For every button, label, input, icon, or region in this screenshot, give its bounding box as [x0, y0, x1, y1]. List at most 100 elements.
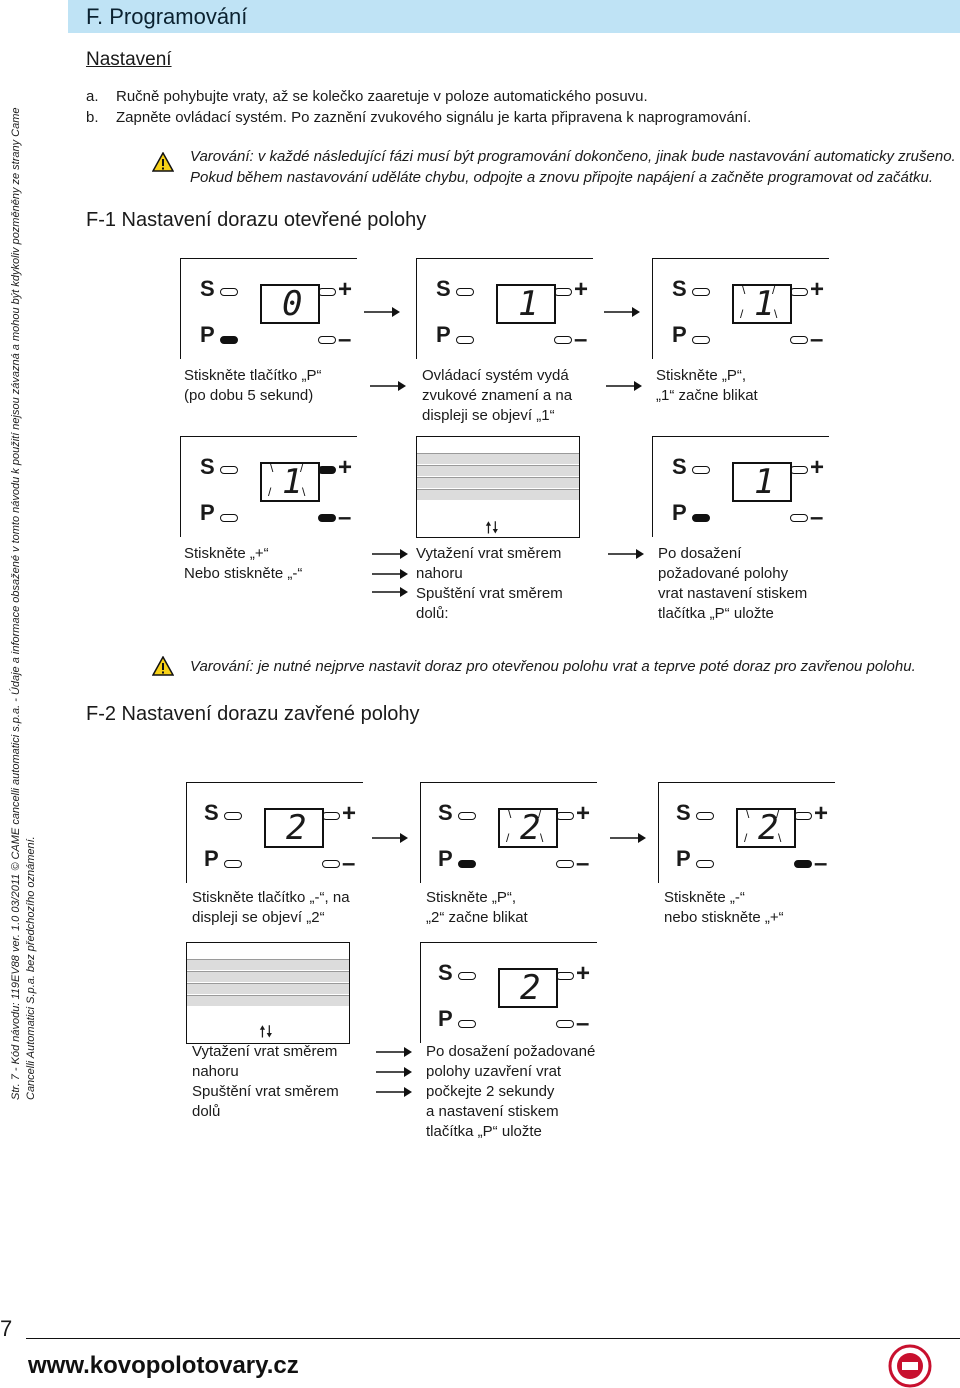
s-button[interactable] [458, 812, 476, 820]
blink-mark: / [506, 831, 510, 845]
minus-button[interactable] [794, 860, 812, 868]
f2-caption-3: Stiskněte „-“nebo stiskněte „+“ [664, 889, 784, 926]
footer-divider [26, 1338, 960, 1339]
display-digit: 2 [520, 968, 541, 1008]
gate-illustration: 🠕🠗 [416, 436, 580, 538]
plus-button[interactable] [322, 812, 340, 820]
gate-illustration: 🠕🠗 [186, 942, 350, 1044]
blink-mark: \ [270, 461, 274, 475]
minus-sign: – [814, 850, 828, 877]
minus-button[interactable] [556, 860, 574, 868]
plus-sign: + [576, 800, 591, 827]
arrow-right-icon [376, 1047, 412, 1057]
p-button[interactable] [224, 860, 242, 868]
s-button-label: S [672, 454, 687, 479]
p-button-label: P [438, 846, 453, 871]
arrow-right-icon [610, 833, 646, 843]
minus-button[interactable] [322, 860, 340, 868]
warning-icon [152, 656, 174, 676]
minus-sign: – [574, 326, 588, 353]
p-button[interactable] [220, 336, 238, 344]
s-button[interactable] [458, 972, 476, 980]
p-button[interactable] [458, 860, 476, 868]
f2-frame-2 [420, 782, 597, 883]
s-button[interactable] [224, 812, 242, 820]
plus-button[interactable] [790, 466, 808, 474]
s-button-label: S [672, 276, 687, 301]
title-bar [68, 0, 960, 33]
page-number: 7 [0, 1316, 13, 1341]
s-button[interactable] [456, 288, 474, 296]
display: 2 [264, 808, 324, 848]
minus-button[interactable] [790, 336, 808, 344]
p-button[interactable] [456, 336, 474, 344]
f2-title: F-2 Nastavení dorazu zavřené polohy [86, 703, 420, 725]
minus-button[interactable] [556, 1020, 574, 1028]
s-button[interactable] [692, 466, 710, 474]
minus-button[interactable] [318, 336, 336, 344]
step-b: b.Zapněte ovládací systém. Po zaznění zv… [86, 109, 752, 126]
minus-button[interactable] [318, 514, 336, 522]
p-button-label: P [672, 500, 687, 525]
p-button[interactable] [692, 514, 710, 522]
minus-sign: – [810, 326, 824, 353]
blink-mark: / [772, 283, 776, 297]
blink-mark: \ [778, 831, 782, 845]
plus-button[interactable] [318, 466, 336, 474]
display: 1\//\ [732, 284, 792, 324]
display-digit: 0 [282, 284, 303, 324]
footer-url[interactable]: www.kovopolotovary.cz [28, 1352, 299, 1379]
plus-button[interactable] [318, 288, 336, 296]
plus-button[interactable] [556, 812, 574, 820]
display-digit: 2 [758, 808, 779, 848]
f1-frame-4 [180, 436, 357, 537]
s-button-label: S [200, 276, 215, 301]
plus-button[interactable] [556, 972, 574, 980]
arrow-right-icon [372, 569, 408, 579]
s-button[interactable] [696, 812, 714, 820]
display-digit: 1 [754, 462, 775, 502]
s-button[interactable] [692, 288, 710, 296]
plus-button[interactable] [554, 288, 572, 296]
p-button[interactable] [696, 860, 714, 868]
plus-sign: + [810, 276, 825, 303]
display-digit: 1 [282, 462, 303, 502]
up-down-arrows-icon: 🠕🠗 [259, 1024, 273, 1041]
s-button-label: S [200, 454, 215, 479]
f1-frame-2 [416, 258, 593, 359]
plus-sign: + [814, 800, 829, 827]
f1-caption-4: Stiskněte „+“Nebo stiskněte „-“ [184, 545, 303, 582]
blink-mark: / [538, 807, 542, 821]
blink-mark: \ [746, 807, 750, 821]
plus-button[interactable] [794, 812, 812, 820]
warning-1: Varování: v každé následující fázi musí … [190, 148, 956, 186]
arrow-right-icon [370, 381, 406, 391]
s-button[interactable] [220, 466, 238, 474]
p-button[interactable] [692, 336, 710, 344]
minus-button[interactable] [554, 336, 572, 344]
display-digit: 2 [520, 808, 541, 848]
f1-frame-3 [652, 258, 829, 359]
arrow-right-icon [364, 307, 400, 317]
blink-mark: \ [742, 283, 746, 297]
p-button-label: P [204, 846, 219, 871]
p-button-label: P [200, 500, 215, 525]
blink-mark: \ [540, 831, 544, 845]
arrow-right-icon [372, 587, 408, 597]
p-button[interactable] [458, 1020, 476, 1028]
display-digit: 1 [754, 284, 775, 324]
plus-button[interactable] [790, 288, 808, 296]
warning-2: Varování: je nutné nejprve nastavit dora… [190, 658, 916, 675]
s-button[interactable] [220, 288, 238, 296]
p-button-label: P [438, 1006, 453, 1031]
minus-button[interactable] [790, 514, 808, 522]
p-button[interactable] [220, 514, 238, 522]
